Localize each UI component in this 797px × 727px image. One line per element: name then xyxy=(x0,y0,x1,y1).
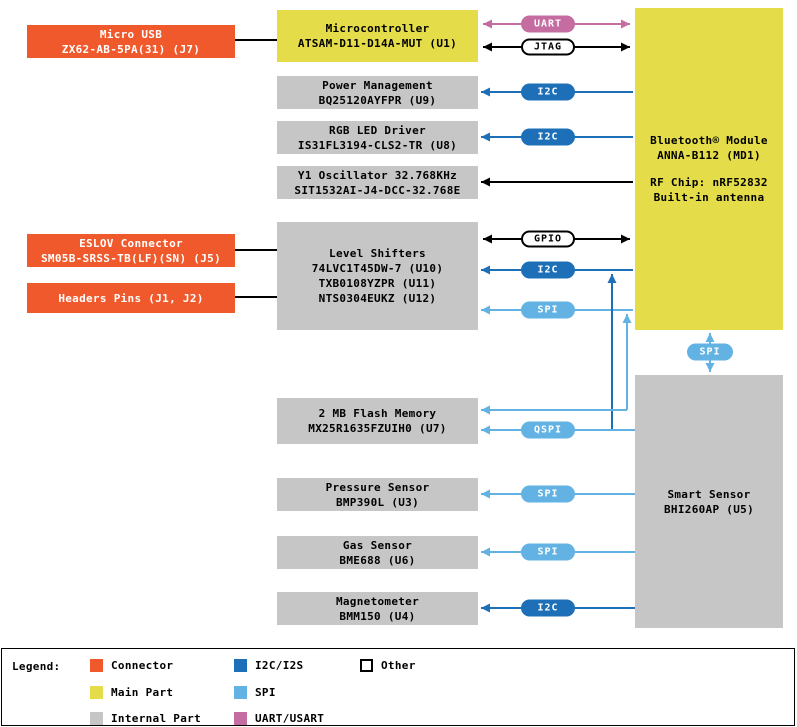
block-title: Pressure Sensor xyxy=(325,480,430,494)
block-part-number: BHI260AP (U5) xyxy=(664,502,754,516)
legend-item-spi: SPI xyxy=(234,685,276,699)
block-rgb-led-driver: RGB LED Driver IS31FL3194-CLS2-TR (U8) xyxy=(277,121,478,154)
block-oscillator: Y1 Oscillator 32.768KHz SIT1532AI-J4-DCC… xyxy=(277,166,478,199)
block-gas-sensor: Gas Sensor BME688 (U6) xyxy=(277,536,478,569)
bus-pill-uart: UART xyxy=(521,15,575,33)
block-title: Magnetometer xyxy=(335,594,420,608)
bus-pill-spi-ls: SPI xyxy=(521,301,575,319)
block-title: Power Management xyxy=(322,78,433,92)
legend-item-internal-part: Internal Part xyxy=(90,711,201,725)
block-part-number: MX25R1635FZUIH0 (U7) xyxy=(308,422,447,435)
block-smart-sensor: Smart Sensor BHI260AP (U5) xyxy=(635,375,783,628)
block-title: Level Shifters xyxy=(329,247,426,260)
legend-item-uart-usart: UART/USART xyxy=(234,711,324,725)
block-detail: RF Chip: nRF52832 xyxy=(650,176,768,189)
block-title: RGB LED Driver xyxy=(329,123,426,137)
block-part-number: ANNA-B112 (MD1) xyxy=(657,149,761,162)
legend-swatch-internal-part xyxy=(90,711,103,725)
block-title: Bluetooth® Module xyxy=(650,134,768,147)
block-title: Gas Sensor xyxy=(342,538,413,552)
block-title: ESLOV Connector xyxy=(79,236,183,250)
block-part-number: SIT1532AI-J4-DCC-32.768E xyxy=(294,183,461,197)
block-part-number: TXB0108YZPR (U11) xyxy=(318,277,437,290)
block-eslov-connector: ESLOV Connector SM05B-SRSS-TB(LF)(SN) (J… xyxy=(27,234,235,267)
legend-item-other: Other xyxy=(360,658,416,672)
bus-pill-spi-ble: SPI xyxy=(687,343,733,361)
block-pressure-sensor: Pressure Sensor BMP390L (U3) xyxy=(277,478,478,511)
legend-label: Internal Part xyxy=(111,711,201,725)
legend-swatch-connector xyxy=(90,658,103,672)
bus-pill-gpio: GPIO xyxy=(521,230,575,248)
block-magnetometer: Magnetometer BMM150 (U4) xyxy=(277,592,478,625)
legend-label: Connector xyxy=(111,658,174,672)
block-part-number: SM05B-SRSS-TB(LF)(SN) (J5) xyxy=(41,251,221,265)
legend-item-i2c-i2s: I2C/I2S xyxy=(234,658,303,672)
block-microcontroller: Microcontroller ATSAM-D11-D14A-MUT (U1) xyxy=(277,10,478,62)
legend-swatch-uart-usart xyxy=(234,711,247,725)
legend-swatch-main-part xyxy=(90,685,103,699)
bus-pill-i2c-rgb: I2C xyxy=(521,128,575,146)
legend-label: I2C/I2S xyxy=(255,658,304,672)
block-part-number: BQ25120AYFPR (U9) xyxy=(318,93,437,107)
block-title: Smart Sensor xyxy=(667,487,751,501)
block-title: Headers Pins (J1, J2) xyxy=(58,291,204,305)
block-part-number: 74LVC1T45DW-7 (U10) xyxy=(311,262,444,275)
block-part-number: BMP390L (U3) xyxy=(335,495,420,509)
block-part-number: ZX62-AB-5PA(31) (J7) xyxy=(61,42,201,56)
legend-label: SPI xyxy=(255,685,276,699)
legend-label: Other xyxy=(381,658,416,672)
legend-swatch-other xyxy=(360,658,373,672)
bus-pill-spi-pressure: SPI xyxy=(521,485,575,503)
block-headers-pins: Headers Pins (J1, J2) xyxy=(27,283,235,313)
bus-pill-spi-gas: SPI xyxy=(521,543,575,561)
block-bluetooth-module: Bluetooth® Module ANNA-B112 (MD1) RF Chi… xyxy=(635,8,783,330)
block-flash-memory: 2 MB Flash Memory MX25R1635FZUIH0 (U7) xyxy=(277,398,478,444)
block-part-number: IS31FL3194-CLS2-TR (U8) xyxy=(297,138,458,152)
block-title: Y1 Oscillator 32.768KHz xyxy=(297,168,458,182)
bus-pill-jtag: JTAG xyxy=(521,38,575,56)
legend-label: UART/USART xyxy=(255,711,325,725)
legend: Legend: Connector Main Part Internal Par… xyxy=(1,648,795,726)
block-micro-usb: Micro USB ZX62-AB-5PA(31) (J7) xyxy=(27,25,235,58)
bus-pill-i2c-mag: I2C xyxy=(521,599,575,617)
block-title: Micro USB xyxy=(99,27,163,41)
legend-title: Legend: xyxy=(12,660,61,673)
block-title: Microcontroller xyxy=(325,22,430,35)
legend-label: Main Part xyxy=(111,685,174,699)
block-part-number: ATSAM-D11-D14A-MUT (U1) xyxy=(297,37,458,50)
block-part-number: BMM150 (U4) xyxy=(339,609,416,623)
legend-swatch-spi xyxy=(234,685,247,699)
bus-pill-i2c-ls: I2C xyxy=(521,261,575,279)
block-power-management: Power Management BQ25120AYFPR (U9) xyxy=(277,76,478,109)
block-part-number: BME688 (U6) xyxy=(339,553,416,567)
legend-item-main-part: Main Part xyxy=(90,685,173,699)
block-title: 2 MB Flash Memory xyxy=(318,407,437,420)
block-detail: Built-in antenna xyxy=(653,191,765,204)
bus-pill-i2c-pm: I2C xyxy=(521,83,575,101)
bus-pill-qspi: QSPI xyxy=(521,421,575,439)
block-level-shifters: Level Shifters 74LVC1T45DW-7 (U10) TXB01… xyxy=(277,222,478,330)
block-part-number: NTS0304EUKZ (U12) xyxy=(318,292,437,305)
legend-item-connector: Connector xyxy=(90,658,173,672)
legend-swatch-i2c-i2s xyxy=(234,658,247,672)
